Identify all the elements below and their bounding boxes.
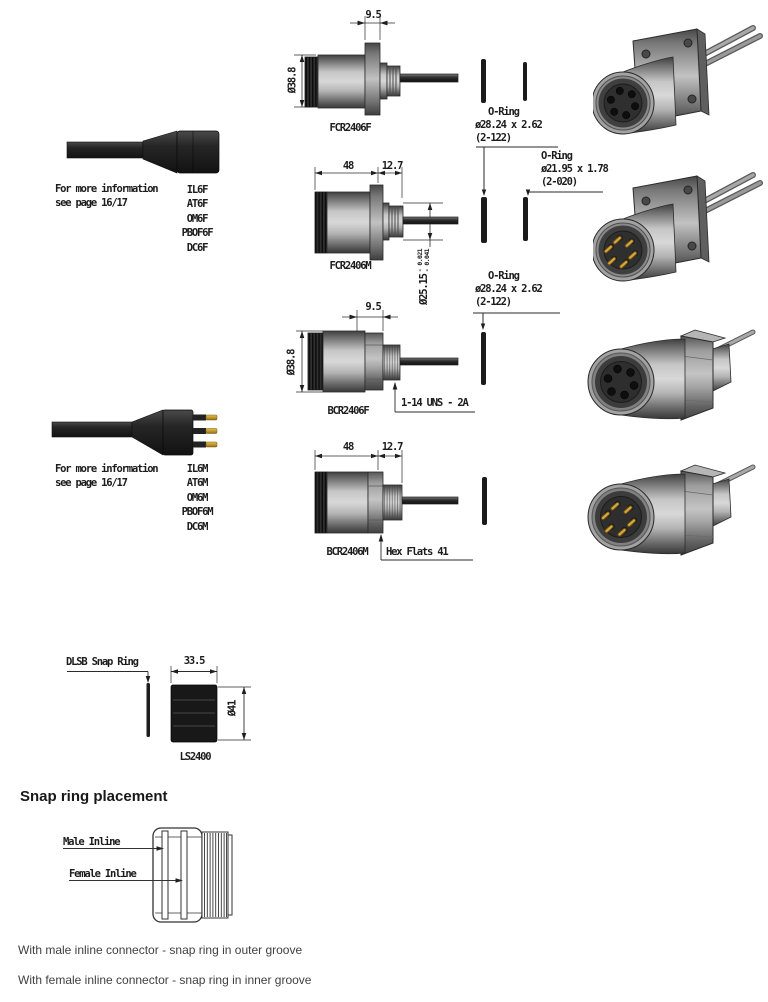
oring-bar-4 (523, 197, 528, 241)
oring-mid-size: ø21.95 x 1.78 (541, 163, 609, 175)
oring-bar-1 (481, 59, 486, 103)
model-item: IL6F (186, 184, 209, 196)
fcr2406f-drawing (294, 16, 459, 116)
fcr2406m-tol-lower: - 0.041 (423, 249, 431, 273)
inline-male-model-list: IL6M AT6M OM6M PBOF6M DC6M (168, 462, 226, 534)
oring-top-name: O-Ring (488, 106, 520, 118)
flange-receptacle-male-render (593, 172, 763, 282)
oring-bar-5 (481, 332, 486, 385)
contact-pins (603, 234, 639, 269)
flange-receptacle-female-render (593, 25, 763, 135)
oring-bar-6 (482, 477, 487, 525)
bulkhead-receptacle-female-render (587, 329, 756, 421)
model-item: PBOF6M (181, 506, 214, 519)
model-item: IL6M (186, 463, 209, 475)
bcr2406f-dim-dia: Ø38.8 (285, 349, 298, 376)
model-item: DC6M (186, 520, 209, 533)
model-item: AT6M (186, 477, 209, 490)
oring-mid-name: O-Ring (541, 150, 573, 162)
inline-male-note-1: For more information (55, 463, 159, 475)
bcr2406m-dim-body: 48 (342, 441, 354, 453)
bcr2406m-drawing (314, 450, 473, 561)
inline-male-note-2: see page 16/17 (55, 477, 128, 489)
model-item: OM6M (186, 491, 209, 504)
inline-female-note-1: For more information (55, 183, 159, 195)
oring-leader-lines (473, 146, 603, 330)
inline-female-connector (66, 130, 220, 174)
socket-holes (606, 86, 640, 120)
footnote-female: With female inline connector - snap ring… (18, 973, 312, 987)
bcr2406m-dim-coupler: 12.7 (381, 441, 404, 453)
fcr2406f-dim-dia: Ø38.8 (286, 67, 299, 94)
oring-low-name: O-Ring (488, 270, 520, 282)
footnote-male: With male inline connector - snap ring i… (18, 943, 303, 957)
bcr2406f-label: BCR2406F (327, 405, 370, 417)
fcr2406f-label: FCR2406F (329, 122, 372, 134)
fcr2406m-tolerance: - 0.021 - 0.041 (416, 249, 431, 273)
oring-bar-2 (523, 62, 527, 101)
oring-top-size: ø28.24 x 2.62 (475, 119, 543, 131)
socket-holes (603, 364, 639, 400)
oring-low-code: (2-122) (475, 296, 512, 308)
inline-female-note-2: see page 16/17 (55, 197, 128, 209)
bcr2406f-drawing (296, 310, 475, 413)
fcr2406m-label: FCR2406M (329, 260, 372, 272)
inline-male-connector (51, 409, 218, 456)
snapring-dim-dia: Ø41 (226, 700, 239, 717)
bulkhead-receptacle-male-render (587, 464, 756, 556)
placement-drawing (63, 827, 233, 923)
placement-male-label: Male Inline (63, 836, 121, 848)
model-item: PBOF6F (181, 227, 214, 240)
bcr2406f-thread-note: 1-14 UNS - 2A (401, 397, 469, 409)
snapring-label: LS2400 (179, 751, 212, 763)
placement-heading: Snap ring placement (20, 788, 168, 805)
bcr2406m-label: BCR2406M (326, 546, 369, 558)
inline-female-model-list: IL6F AT6F OM6F PBOF6F DC6F (168, 183, 226, 255)
fcr2406m-drawing (314, 167, 459, 261)
ls2400-drawing (67, 666, 251, 743)
snapring-callout: DLSB Snap Ring (66, 656, 139, 668)
placement-female-label: Female Inline (69, 868, 137, 880)
oring-mid-code: (2-020) (541, 176, 578, 188)
contact-pins (601, 500, 638, 537)
model-item: DC6F (186, 241, 209, 254)
fcr2406m-dim-coupler: 12.7 (381, 160, 404, 172)
snapring-dim-len: 33.5 (183, 655, 206, 667)
model-item: AT6F (186, 198, 209, 211)
oring-bar-3 (481, 197, 487, 243)
oring-top-code: (2-122) (475, 132, 512, 144)
model-item: OM6F (186, 212, 209, 225)
oring-low-size: ø28.24 x 2.62 (475, 283, 543, 295)
fcr2406f-dim-flange: 9.5 (365, 9, 382, 21)
bcr2406m-hex-note: Hex Flats 41 (386, 546, 449, 558)
bcr2406f-dim-flange: 9.5 (365, 301, 382, 313)
fcr2406m-dim-body: 48 (342, 160, 354, 172)
